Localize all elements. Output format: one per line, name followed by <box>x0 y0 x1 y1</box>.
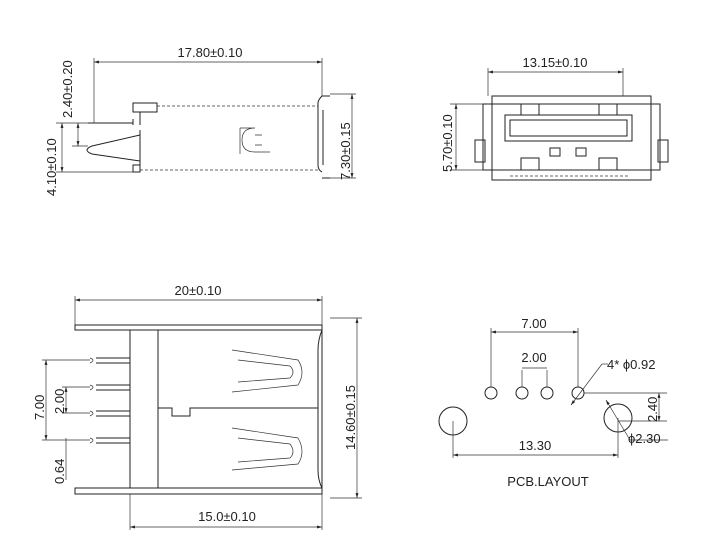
signal-hole-dim: 4* ϕ0.92 <box>607 357 655 372</box>
pin-span-dim: 7.00 <box>32 395 47 420</box>
side-view: 17.80±0.10 2.40±0.20 4.10±0.10 7.30±0.15 <box>44 45 356 196</box>
side-height-dim: 7.30±0.15 <box>338 122 353 180</box>
pin-height-dim: 4.10±0.10 <box>44 138 59 196</box>
total-length-dim: 20±0.10 <box>175 283 222 298</box>
pcb-layout-title: PCB.LAYOUT <box>507 474 588 489</box>
signal-span-dim: 7.00 <box>521 316 546 331</box>
pin-pitch-dim: 2.00 <box>52 389 67 414</box>
front-width-dim: 13.15±0.10 <box>523 55 588 70</box>
side-length-dim: 17.80±0.10 <box>178 45 243 60</box>
signal-pitch-dim: 2.00 <box>521 350 546 365</box>
front-height-dim: 5.70±0.10 <box>440 114 455 172</box>
front-view: 13.15±0.10 5.70±0.10 <box>440 55 669 181</box>
pin-offset-dim: 2.40±0.20 <box>60 60 75 118</box>
mount-hole-dim: ϕ2.30 <box>628 431 661 446</box>
top-view: 20±0.10 15.0±0.10 14.60±0.15 7.00 2.00 0… <box>32 283 362 530</box>
pin-width-dim: 0.64 <box>52 459 67 484</box>
mount-span-dim: 13.30 <box>519 438 552 453</box>
mount-offset-dim: 2.40 <box>645 397 660 422</box>
pcb-layout: 7.00 2.00 4* ϕ0.92 13.30 2.40 ϕ2.30 PCB.… <box>438 316 668 489</box>
width-dim: 14.60±0.15 <box>343 385 358 450</box>
body-length-dim: 15.0±0.10 <box>198 509 256 524</box>
